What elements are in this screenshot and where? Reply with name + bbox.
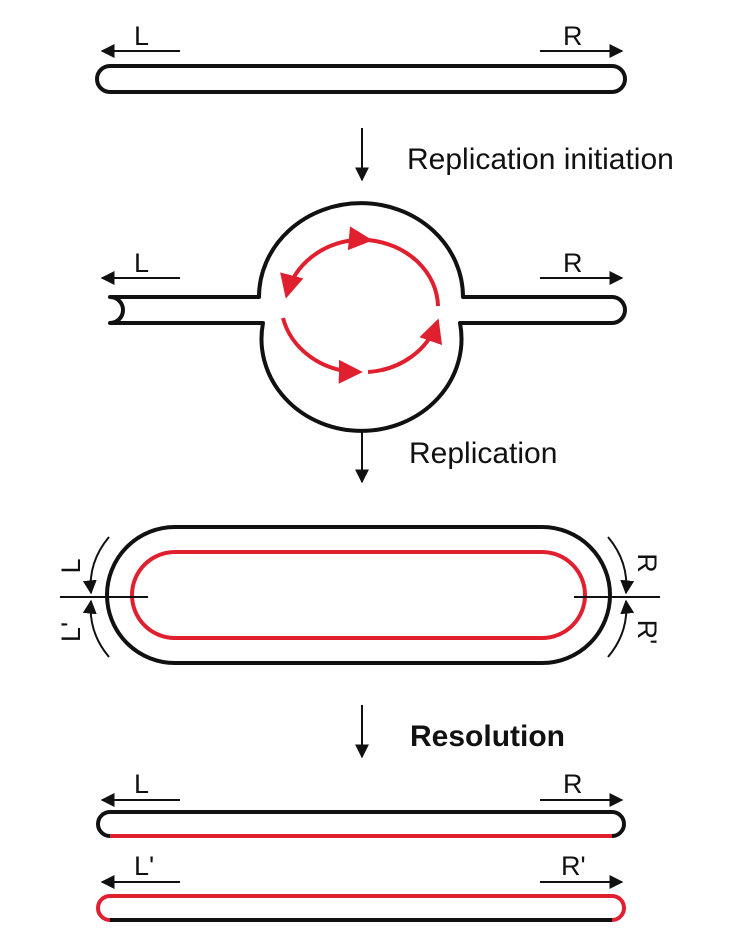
daughter-strand-loop — [130, 550, 587, 640]
left-end-label: L — [56, 558, 86, 573]
nascent-strand-top-right — [347, 226, 440, 307]
molecule-1-parental-strand — [96, 810, 626, 838]
linear-dna — [95, 64, 627, 94]
nascent-strand-top — [280, 238, 356, 299]
bubble-dna-outline — [108, 201, 627, 433]
left-end-label: L — [134, 248, 149, 278]
left-end-label: L — [134, 769, 149, 799]
right-prime-end-label: R' — [561, 851, 586, 881]
nascent-strand-bottom-right — [367, 318, 443, 374]
stage-resolved: L R L' R' — [96, 769, 626, 922]
right-lower-curve-arrow — [607, 599, 635, 658]
left-prime-end-label: L' — [56, 622, 86, 642]
nascent-strand-bottom-left — [281, 317, 363, 384]
right-end-label: R — [563, 248, 583, 278]
right-end-label: R — [632, 553, 662, 573]
left-end-label: L — [134, 21, 149, 51]
left-prime-end-label: L' — [134, 851, 154, 881]
left-lower-curve-arrow — [82, 599, 110, 658]
step-label-initiation: Replication initiation — [407, 143, 674, 176]
stage-linear: L R — [95, 21, 627, 94]
parental-strand-loop — [105, 525, 612, 665]
right-end-label: R — [563, 769, 583, 799]
right-upper-curve-arrow — [607, 536, 635, 595]
right-end-label: R — [563, 21, 583, 51]
stage-replicated: L L' R R' — [56, 525, 662, 665]
molecule-2-daughter-strand — [96, 894, 626, 922]
left-upper-curve-arrow — [82, 536, 110, 595]
step-label-replication: Replication — [409, 437, 557, 470]
stage-bubble: L R — [100, 201, 627, 433]
step-label-resolution: Resolution — [410, 720, 565, 753]
right-prime-end-label: R' — [632, 620, 662, 645]
